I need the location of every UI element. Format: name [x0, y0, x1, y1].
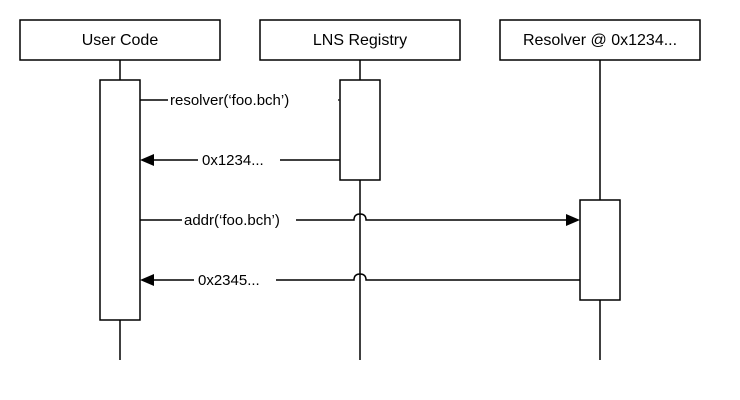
message-addr-call: addr(‘foo.bch’) — [140, 210, 580, 230]
participant-label-user-code: User Code — [82, 32, 159, 49]
message-label-resolver-return: 0x1234... — [202, 152, 264, 169]
participant-label-lns-registry: LNS Registry — [313, 32, 407, 49]
message-resolver-return: 0x1234... — [140, 150, 340, 170]
participant-user-code: User Code — [19, 19, 221, 61]
message-label-resolver-call: resolver(‘foo.bch’) — [170, 92, 289, 109]
arrowhead-left-icon — [140, 154, 154, 166]
participant-resolver: Resolver @ 0x1234... — [499, 19, 701, 61]
message-label-addr-call: addr(‘foo.bch’) — [184, 212, 280, 229]
participant-label-resolver: Resolver @ 0x1234... — [523, 32, 677, 49]
activation-lns-registry — [339, 79, 381, 181]
activation-resolver — [579, 199, 621, 301]
participant-lns-registry: LNS Registry — [259, 19, 461, 61]
message-label-addr-return: 0x2345... — [198, 272, 260, 289]
activation-user-code — [99, 79, 141, 321]
arrowhead-left-icon — [140, 274, 154, 286]
arrowhead-right-icon — [566, 214, 580, 226]
message-resolver-call: resolver(‘foo.bch’) — [140, 90, 340, 110]
message-addr-return: 0x2345... — [140, 270, 580, 290]
